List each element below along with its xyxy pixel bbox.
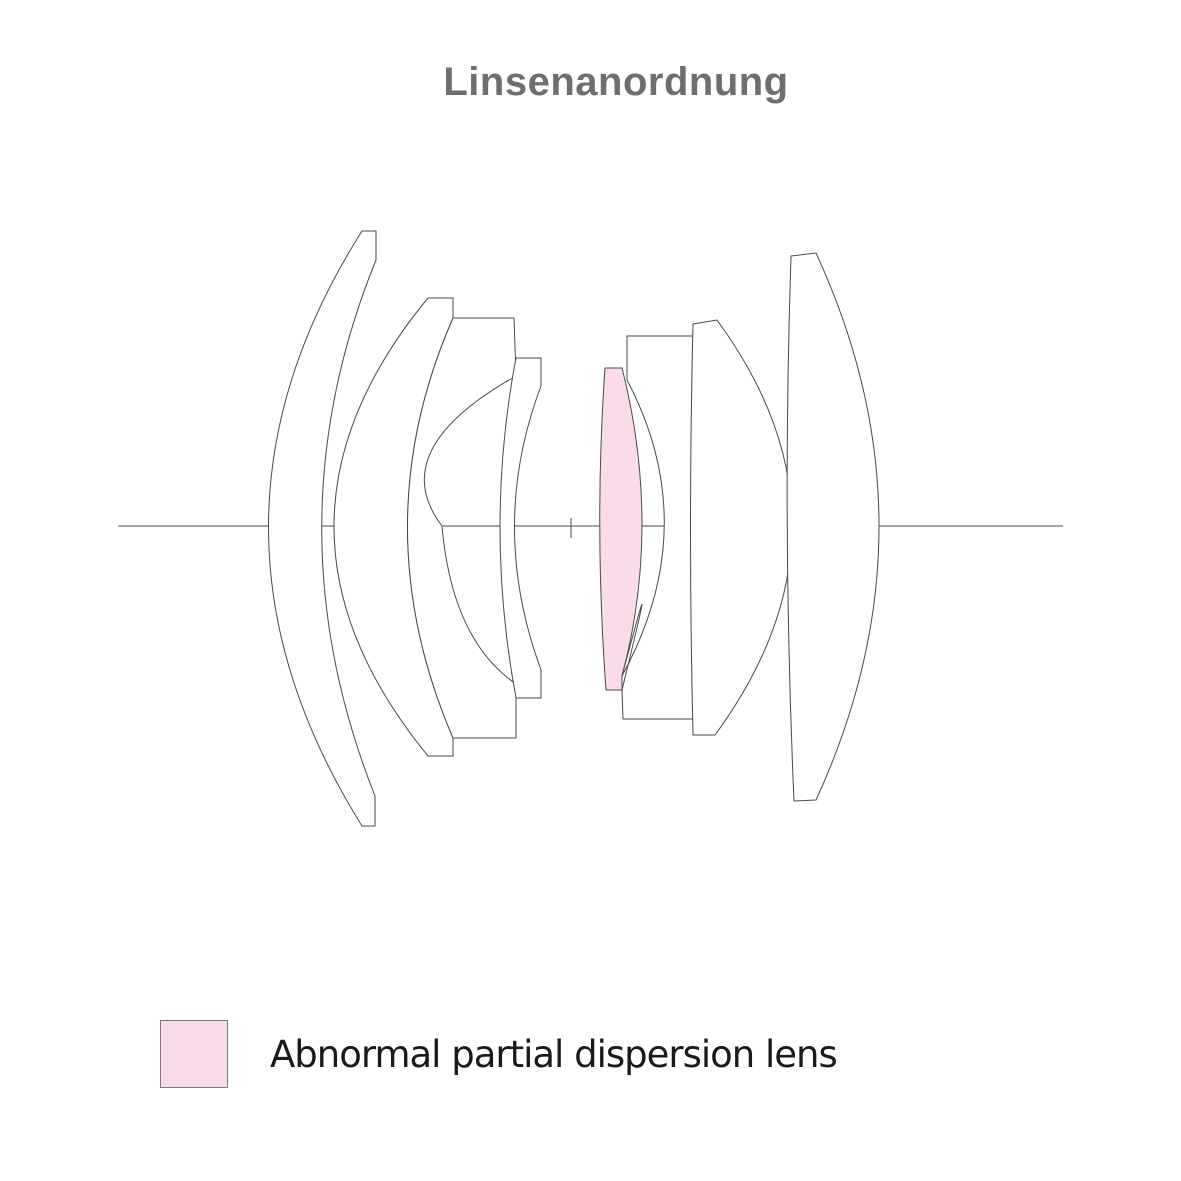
lens-element-5-abnormal-dispersion — [599, 367, 643, 691]
diagram-title: Linsenanordnung — [443, 60, 789, 104]
lens-element-6 — [621, 335, 694, 720]
lens-element-3 — [407, 317, 517, 739]
legend: Abnormal partial dispersion lens — [160, 1020, 838, 1088]
lens-element-8 — [786, 252, 880, 802]
legend-label: Abnormal partial dispersion lens — [270, 1032, 838, 1076]
lens-element-4 — [499, 357, 542, 699]
legend-swatch-abnormal-dispersion — [160, 1020, 228, 1088]
lens-element-7 — [690, 319, 793, 736]
lens-element-1 — [268, 230, 377, 827]
